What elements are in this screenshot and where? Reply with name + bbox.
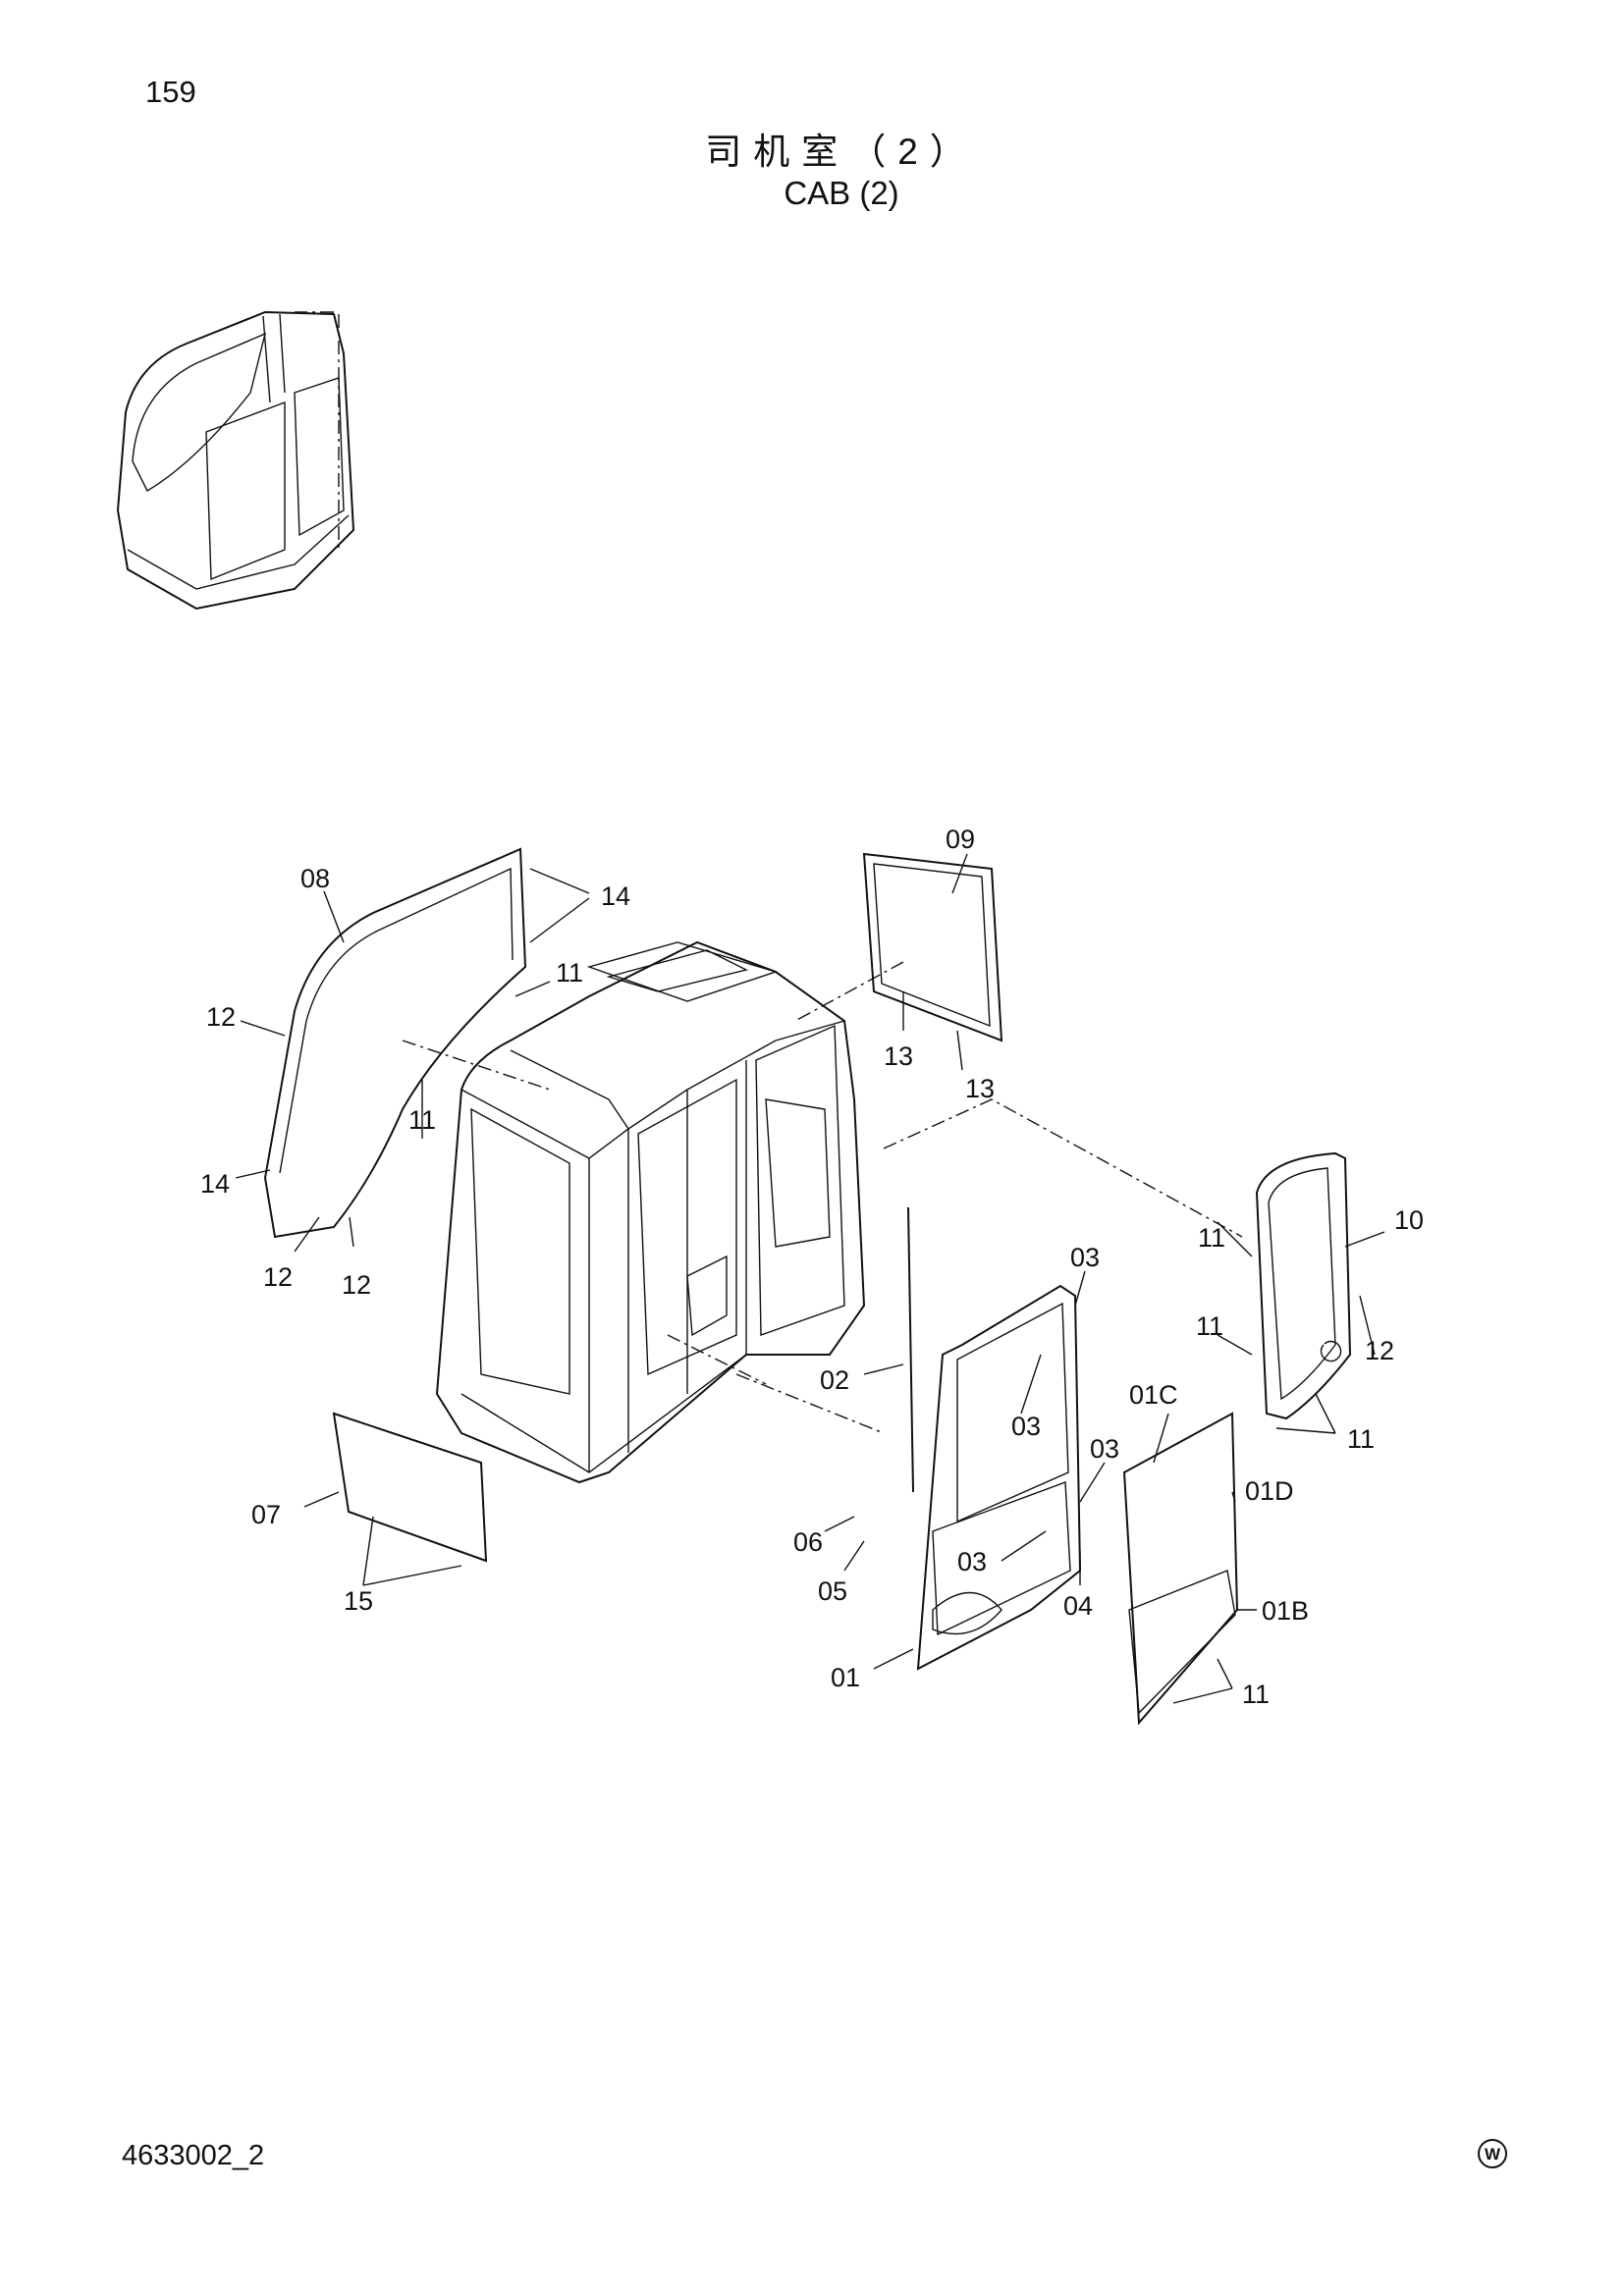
callout-12: 12 (263, 1262, 293, 1292)
front-glass-08 (263, 847, 527, 1239)
callout-12: 12 (1365, 1336, 1394, 1365)
callout-03: 03 (1011, 1412, 1041, 1441)
cab-frame (435, 940, 866, 1484)
callout-11: 11 (1242, 1680, 1270, 1709)
callout-01D: 01D (1245, 1476, 1294, 1506)
callout-04: 04 (1063, 1591, 1093, 1621)
callout-02: 02 (820, 1365, 849, 1395)
callout-08: 08 (300, 864, 330, 893)
door-glass-01C (1122, 1412, 1239, 1726)
callout-14: 14 (200, 1169, 230, 1199)
seal-02 (907, 1206, 914, 1493)
callout-01B: 01B (1262, 1596, 1309, 1626)
leader-lines (235, 853, 1385, 1704)
side-window-10 (1255, 1151, 1352, 1420)
callout-03: 03 (957, 1547, 987, 1576)
callout-12: 12 (342, 1270, 371, 1300)
door-01 (916, 1284, 1082, 1671)
w-logo-icon: W (1478, 2139, 1507, 2168)
callout-labels: 08 14 11 12 11 14 12 12 09 13 13 11 10 1… (200, 825, 1424, 1709)
callout-03: 03 (1070, 1243, 1100, 1272)
callout-13: 13 (965, 1074, 995, 1103)
callout-03: 03 (1090, 1434, 1119, 1464)
page-number: 159 (145, 75, 196, 109)
cab-thumbnail (116, 310, 355, 611)
lower-glass-07 (332, 1412, 488, 1563)
callout-07: 07 (251, 1500, 281, 1529)
callout-12: 12 (206, 1002, 236, 1032)
callout-11: 11 (1196, 1311, 1223, 1341)
roof-glass-09 (862, 852, 1003, 1042)
callout-11: 11 (408, 1105, 436, 1135)
document-code: 4633002_2 (122, 2140, 265, 2171)
callout-15: 15 (344, 1586, 373, 1616)
callout-11: 11 (556, 958, 583, 988)
callout-11: 11 (1347, 1424, 1375, 1454)
callout-09: 09 (946, 825, 975, 854)
svg-text:W: W (1485, 2145, 1501, 2163)
callout-11: 11 (1198, 1223, 1225, 1253)
page-title-chinese: 司机室（2） (705, 132, 978, 172)
callout-01C: 01C (1129, 1380, 1178, 1410)
callout-14: 14 (601, 881, 630, 911)
callout-13: 13 (884, 1041, 913, 1071)
callout-01: 01 (831, 1663, 860, 1692)
page-title-english: CAB (2) (784, 175, 899, 211)
callout-05: 05 (818, 1576, 847, 1606)
callout-10: 10 (1394, 1205, 1424, 1235)
callout-06: 06 (793, 1527, 823, 1557)
